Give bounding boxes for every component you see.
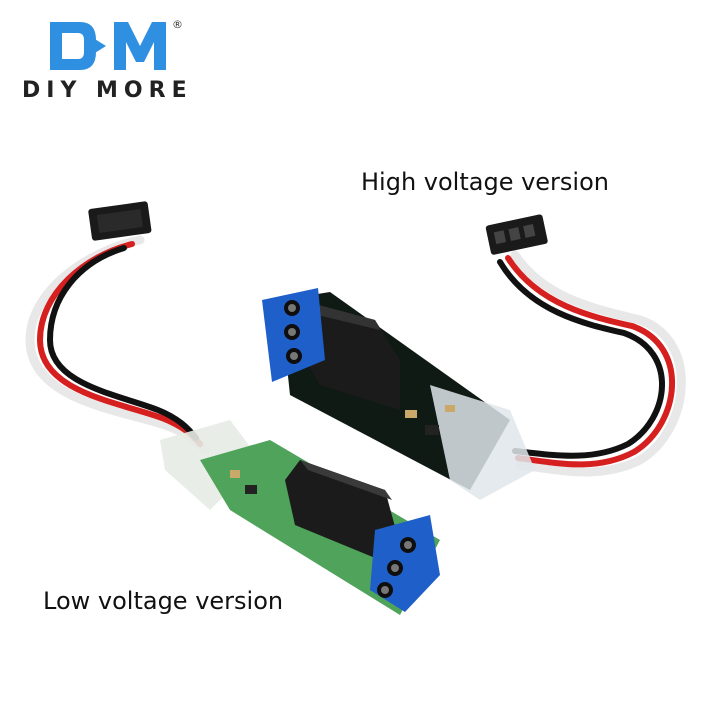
low-voltage-caption: Low voltage version [43, 587, 284, 615]
diymore-logo: ® [50, 18, 183, 70]
logo-wordmark: DIY MORE [22, 78, 193, 103]
high-voltage-caption: High voltage version [361, 168, 609, 196]
high-voltage-module [262, 214, 686, 500]
registered-mark: ® [172, 18, 183, 31]
low-voltage-module [25, 201, 440, 615]
